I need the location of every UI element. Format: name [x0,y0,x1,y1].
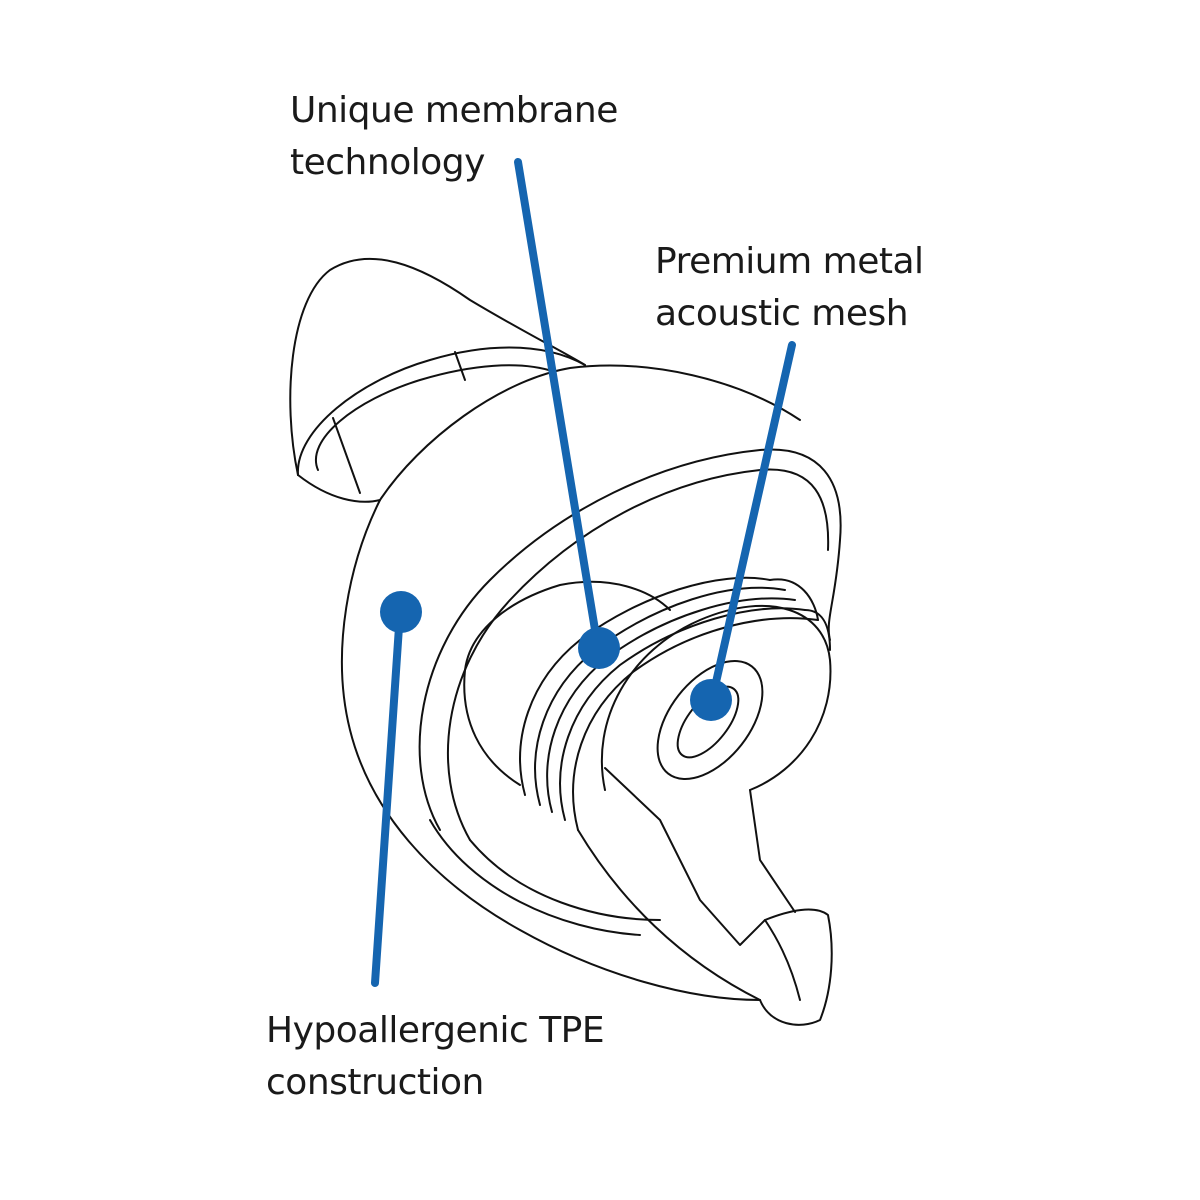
callout-membrane-label: Unique membrane technology [290,85,618,189]
callout-tpe-line-1: Hypoallergenic TPE [266,1010,605,1051]
dot-mesh [690,679,732,721]
dot-membrane [578,627,620,669]
callout-mesh-line-2: acoustic mesh [655,293,909,334]
callout-membrane-line-2: technology [290,142,485,183]
callout-membrane-line-1: Unique membrane [290,90,618,131]
callout-leaders [371,158,796,987]
nozzle-outer [656,660,764,780]
callout-mesh-line-1: Premium metal [655,241,924,282]
dot-tpe [380,591,422,633]
callout-tpe-label: Hypoallergenic TPE construction [266,1005,605,1109]
front-face [600,605,832,791]
callout-tpe-line-2: construction [266,1062,484,1103]
leader-mesh [708,341,796,704]
dome-back [289,257,586,476]
earbud-outline [289,257,842,1026]
nozzle-inner [676,685,740,759]
bulb-body [341,499,761,1001]
leader-tpe [371,608,404,987]
leader-membrane [514,158,602,652]
stabilizer-fin [604,767,833,1026]
callout-mesh-label: Premium metal acoustic mesh [655,236,924,340]
